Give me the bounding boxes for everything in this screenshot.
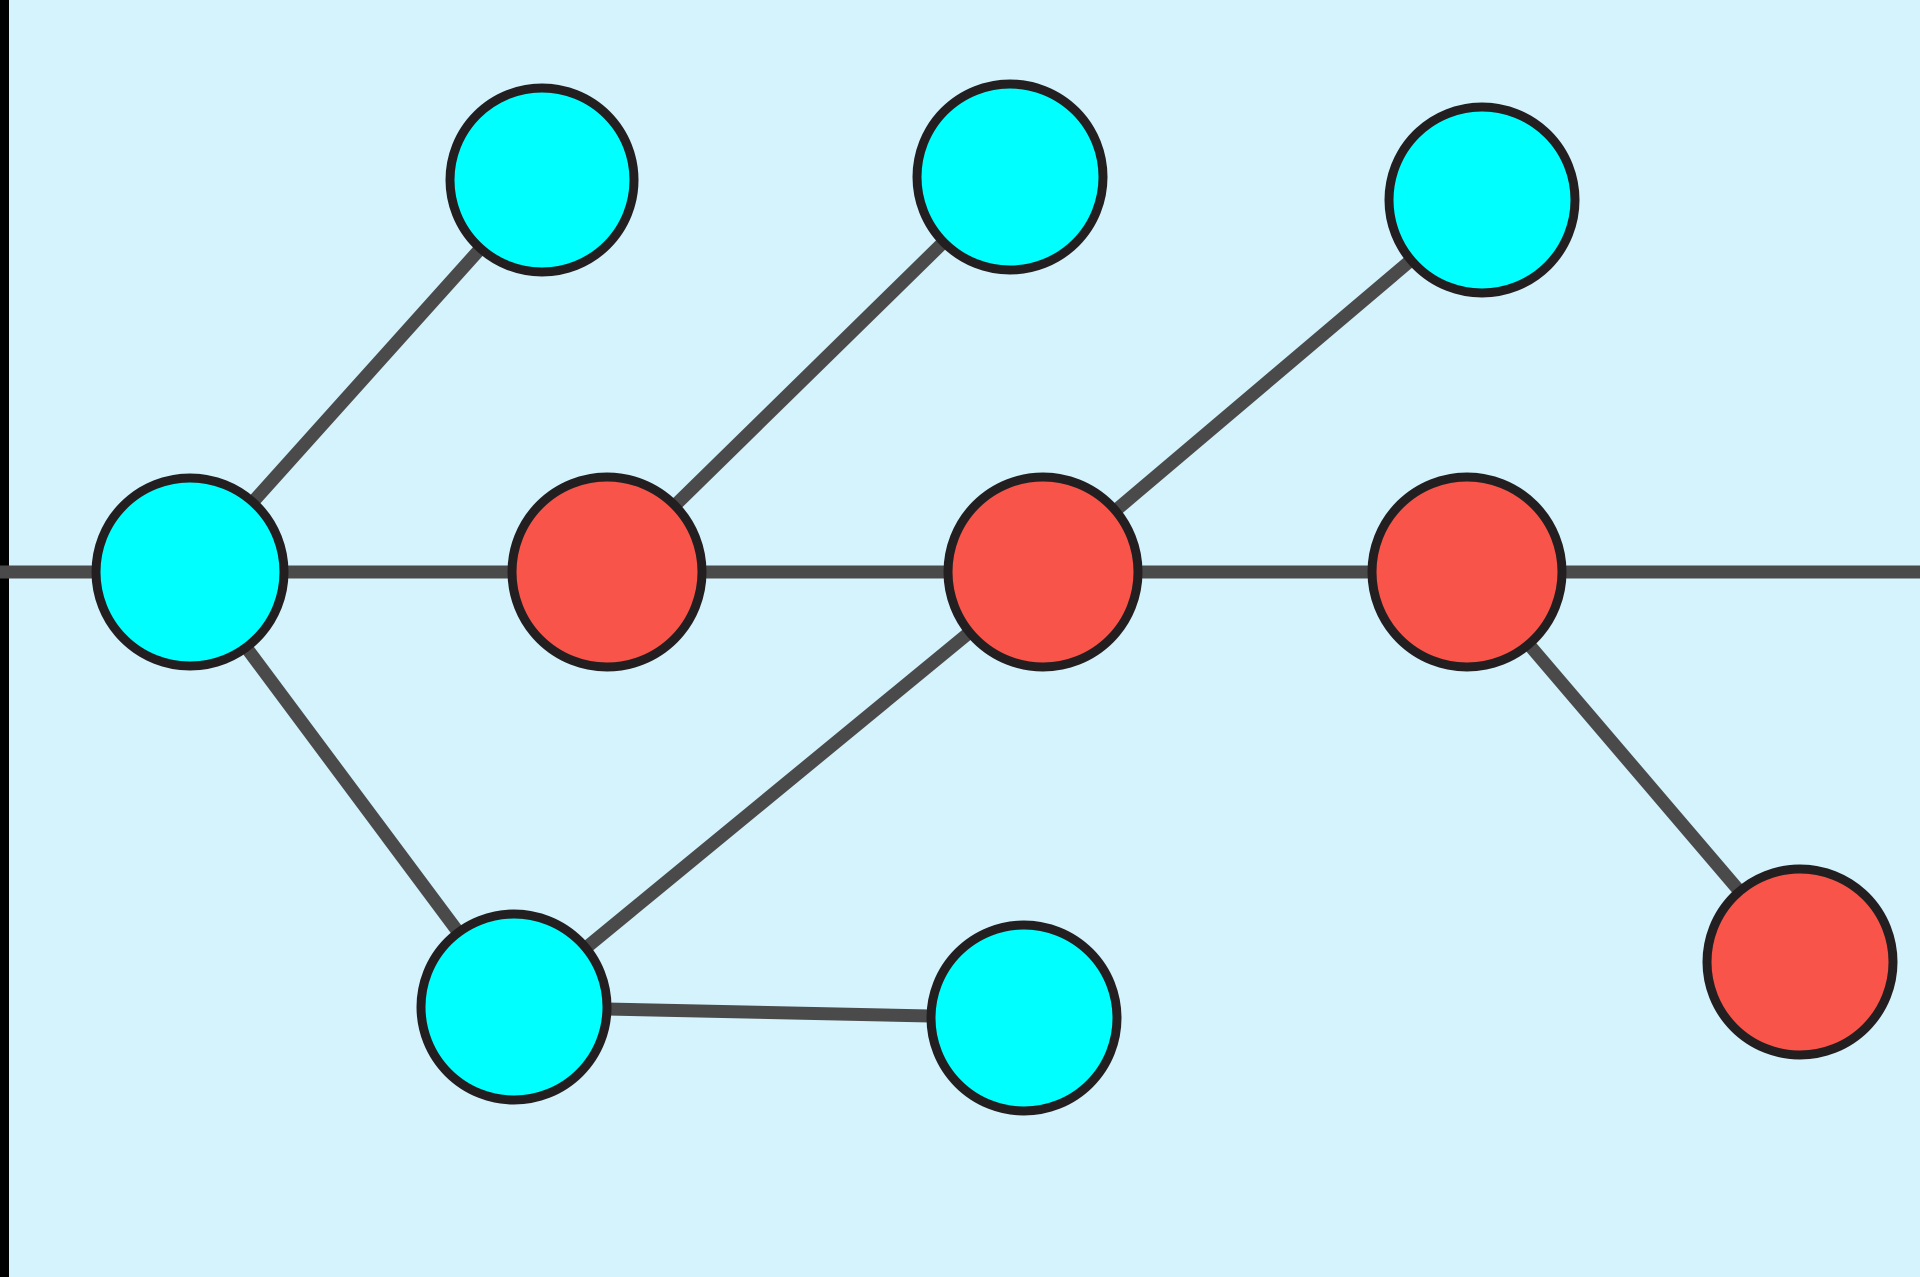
graph-node-n8[interactable] bbox=[416, 909, 612, 1105]
graph-node-n2[interactable] bbox=[507, 472, 707, 672]
graph-node-n5[interactable] bbox=[445, 83, 639, 277]
graph-node-n6[interactable] bbox=[912, 79, 1108, 275]
graph-node-n1[interactable] bbox=[91, 473, 289, 671]
graph-node-n7[interactable] bbox=[1384, 102, 1580, 298]
graph-edge[interactable] bbox=[509, 566, 1048, 1013]
graph-node-n10[interactable] bbox=[1702, 864, 1898, 1060]
graph-node-n3[interactable] bbox=[943, 472, 1143, 672]
left-margin-strip bbox=[0, 0, 9, 1277]
graph-node-n9[interactable] bbox=[926, 920, 1122, 1116]
node-layer bbox=[91, 79, 1898, 1116]
graph-node-n4[interactable] bbox=[1367, 472, 1567, 672]
